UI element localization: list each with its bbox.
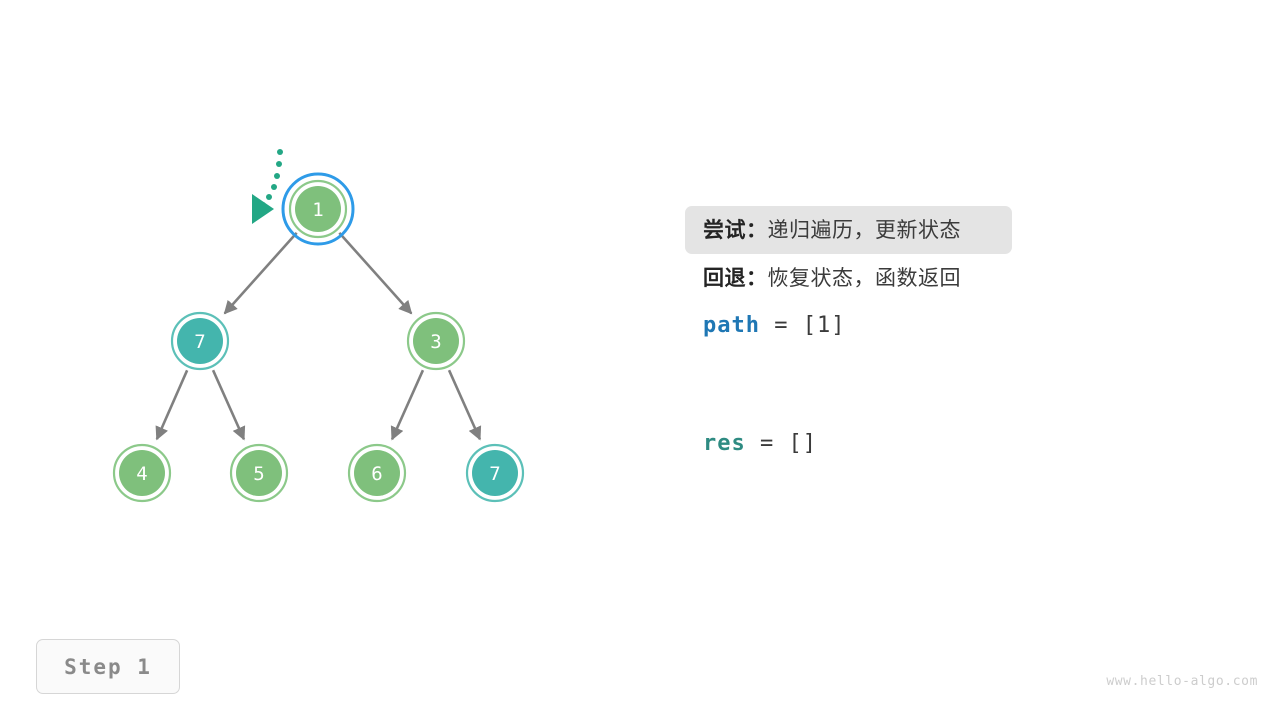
tree-nodes: 1 7 3 4 5 6 7 bbox=[112, 172, 525, 503]
tree-edge bbox=[223, 231, 298, 315]
info-line-highlighted: 尝试：递归遍历，更新状态 bbox=[685, 206, 1012, 254]
node-outer-ring bbox=[112, 443, 172, 503]
step-badge-label: Step 1 bbox=[64, 654, 152, 679]
node-value-label: 1 bbox=[312, 199, 323, 221]
panel-spacer bbox=[685, 350, 1245, 420]
cursor-pointer-icon bbox=[252, 149, 283, 224]
info-description: 递归遍历，更新状态 bbox=[767, 218, 961, 242]
info-line: 回退：恢复状态，函数返回 bbox=[685, 254, 1245, 302]
code-state-line: res = [] bbox=[685, 420, 1245, 468]
tree-edge bbox=[390, 369, 425, 441]
variable-name-path: path bbox=[703, 313, 760, 338]
info-label: 回退： bbox=[703, 266, 768, 290]
watermark: www.hello-algo.com bbox=[1106, 674, 1258, 689]
tree-edge bbox=[211, 369, 246, 441]
tree-edge bbox=[155, 369, 189, 441]
node-circle bbox=[236, 450, 282, 496]
node-circle bbox=[413, 318, 459, 364]
tree-edge bbox=[447, 369, 482, 441]
variable-value: [1] bbox=[802, 313, 846, 338]
binary-tree-figure: 1 7 3 4 5 6 7 bbox=[112, 149, 525, 503]
node-outer-ring bbox=[170, 311, 230, 371]
cursor-trail-dot bbox=[276, 161, 282, 167]
step-badge: Step 1 bbox=[36, 639, 180, 694]
info-text: 尝试：递归遍历，更新状态 bbox=[685, 218, 961, 242]
cursor-trail-dot bbox=[266, 194, 272, 200]
cursor-trail-dot bbox=[271, 184, 277, 190]
node-value-label: 7 bbox=[194, 331, 205, 353]
variable-value: [] bbox=[788, 431, 817, 456]
node-circle bbox=[177, 318, 223, 364]
cursor-triangle-icon bbox=[252, 194, 274, 224]
node-outer-ring bbox=[288, 179, 348, 239]
variable-name-res: res bbox=[703, 431, 746, 456]
assignment-operator: = bbox=[760, 431, 775, 456]
node-value-label: 5 bbox=[253, 463, 264, 485]
assignment-operator: = bbox=[774, 313, 789, 338]
tree-edges bbox=[155, 231, 482, 441]
tree-node[interactable]: 6 bbox=[347, 443, 407, 503]
node-circle bbox=[119, 450, 165, 496]
code-state-line: path = [1] bbox=[685, 302, 1245, 350]
node-value-label: 6 bbox=[371, 463, 382, 485]
node-circle bbox=[472, 450, 518, 496]
node-value-label: 7 bbox=[489, 463, 500, 485]
tree-edge bbox=[338, 231, 413, 315]
cursor-trail-dot bbox=[274, 173, 280, 179]
node-value-label: 3 bbox=[430, 331, 441, 353]
node-outer-ring bbox=[406, 311, 466, 371]
node-value-label: 4 bbox=[136, 463, 147, 485]
node-outer-ring bbox=[347, 443, 407, 503]
info-label: 尝试： bbox=[703, 218, 768, 242]
node-outer-ring bbox=[465, 443, 525, 503]
node-circle bbox=[295, 186, 341, 232]
tree-node[interactable]: 4 bbox=[112, 443, 172, 503]
node-outer-ring bbox=[229, 443, 289, 503]
tree-node[interactable]: 5 bbox=[229, 443, 289, 503]
code-text: path = [1] bbox=[685, 313, 845, 338]
tree-node[interactable]: 3 bbox=[406, 311, 466, 371]
watermark-text: www.hello-algo.com bbox=[1106, 674, 1258, 689]
info-text: 回退：恢复状态，函数返回 bbox=[685, 266, 961, 290]
tree-node[interactable]: 7 bbox=[170, 311, 230, 371]
node-highlight-ring bbox=[281, 172, 355, 246]
tree-node[interactable]: 1 bbox=[281, 172, 355, 246]
info-description: 恢复状态，函数返回 bbox=[767, 266, 961, 290]
code-text: res = [] bbox=[685, 431, 817, 456]
cursor-trail-dot bbox=[277, 149, 283, 155]
tree-node[interactable]: 7 bbox=[465, 443, 525, 503]
tree-canvas: 1 7 3 4 5 6 7 bbox=[112, 149, 525, 503]
node-circle bbox=[354, 450, 400, 496]
